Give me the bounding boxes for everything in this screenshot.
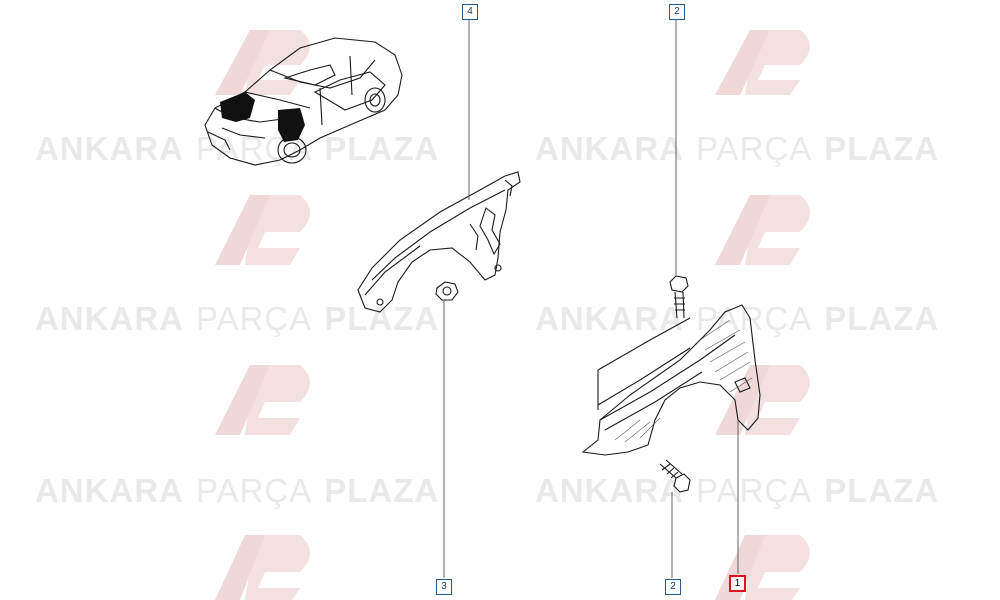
wm-word-ankara: ANKARA [35,300,184,337]
leader-lines [443,20,739,578]
wm-word-parca: PARÇA [696,130,812,167]
car-fender-highlight [220,92,305,142]
bolt-top-part [669,275,689,319]
callout-4[interactable]: 4 [462,4,478,20]
wm-word-parca: PARÇA [696,300,812,337]
watermark-logo [215,30,810,600]
bolt-bottom-part [659,459,691,493]
wm-word-ankara: ANKARA [35,130,184,167]
wm-word-plaza: PLAZA [824,130,939,167]
wm-word-parca: PARÇA [196,300,312,337]
watermark-text-rows: ANKARA PARÇA PLAZA ANKARA PARÇA PLAZA ANKARA… [35,130,939,509]
wm-word-plaza: PLAZA [324,300,439,337]
callout-3[interactable]: 3 [436,579,452,595]
wm-word-plaza: PLAZA [324,472,439,509]
clip-nut-part [435,281,459,301]
callout-2-bottom[interactable]: 2 [665,579,681,595]
wm-word-ankara: ANKARA [535,130,684,167]
callout-1[interactable]: 1 [729,575,746,592]
wm-word-parca: PARÇA [696,472,812,509]
wm-word-parca: PARÇA [196,472,312,509]
callout-2-top[interactable]: 2 [669,4,685,20]
watermark-layer: ANKARA PARÇA PLAZA ANKARA PARÇA PLAZA ANKARA… [35,30,939,600]
fender-bracket-part [357,171,521,313]
front-fender-part [581,304,761,456]
wm-word-plaza: PLAZA [824,472,939,509]
wm-word-ankara: ANKARA [535,472,684,509]
wm-word-ankara: ANKARA [535,300,684,337]
wm-word-plaza: PLAZA [324,130,439,167]
wm-word-ankara: ANKARA [35,472,184,509]
wm-word-plaza: PLAZA [824,300,939,337]
